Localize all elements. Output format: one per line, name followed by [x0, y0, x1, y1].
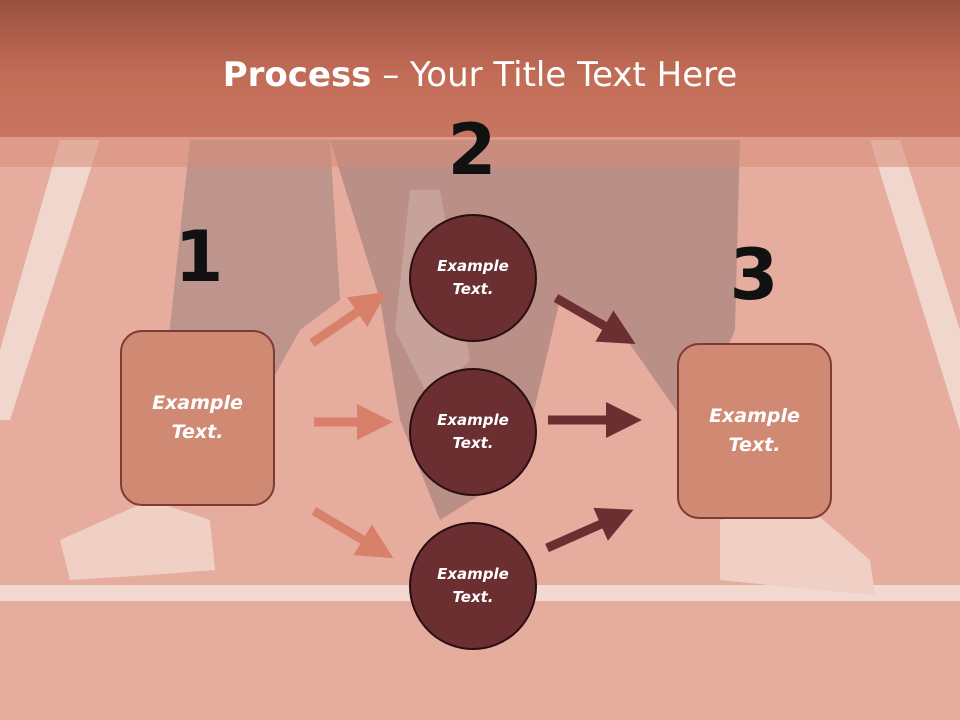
step-number-1: 1: [174, 216, 224, 298]
arrow-bottom-to-3: [545, 507, 634, 553]
title-bold: Process: [222, 55, 372, 95]
circle-middle-text: Example Text.: [437, 411, 509, 452]
step-2-circle-middle: Example Text.: [409, 368, 537, 496]
step-number-2: 2: [447, 109, 497, 191]
arrow-1-to-top: [309, 291, 387, 347]
header-band: [0, 0, 960, 137]
step-2-circle-bottom: Example Text.: [409, 522, 537, 650]
step-2-circle-top: Example Text.: [409, 214, 537, 342]
arrow-top-to-3: [553, 294, 636, 345]
arrow-1-to-bottom: [311, 507, 394, 559]
step-3-text: Example Text.: [709, 405, 800, 456]
step-3-box: Example Text.: [677, 343, 832, 519]
circle-top-text: Example Text.: [437, 257, 509, 298]
slide-title: Process – Your Title Text Here: [0, 54, 960, 96]
step-1-box: Example Text.: [120, 330, 275, 506]
step-number-3: 3: [729, 234, 779, 316]
circle-bottom-text: Example Text.: [437, 565, 509, 606]
title-rest: – Your Title Text Here: [371, 55, 738, 95]
step-1-text: Example Text.: [152, 392, 243, 443]
header-shadow-band: [0, 137, 960, 167]
